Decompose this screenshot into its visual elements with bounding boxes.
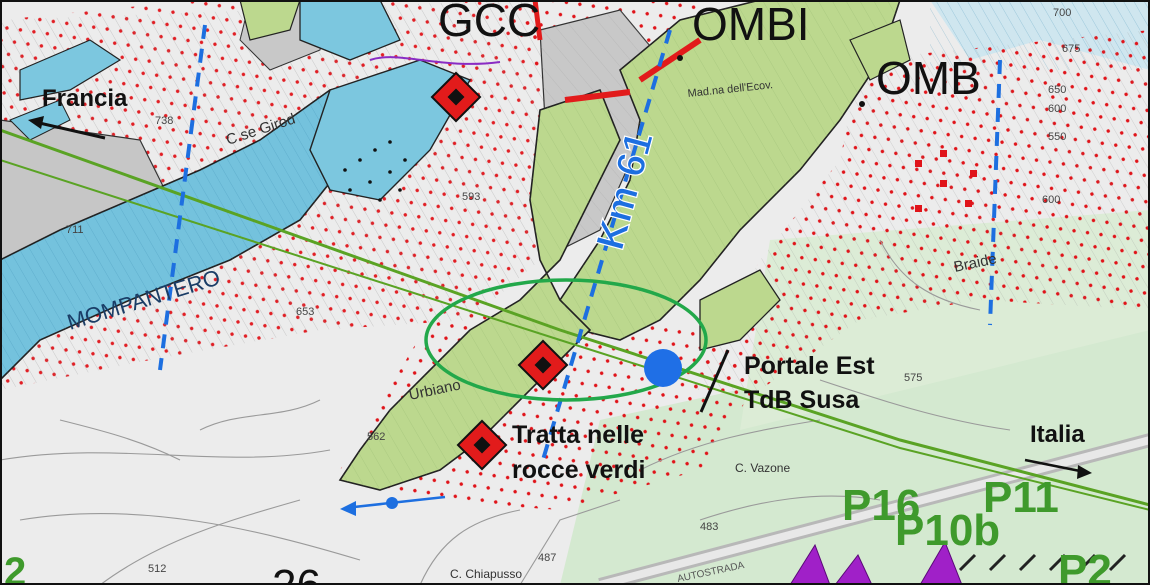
elevation-label: 575 bbox=[904, 372, 922, 384]
label-portale-line1: Portale Est bbox=[744, 352, 875, 380]
label-p10b: P10b bbox=[895, 506, 1000, 555]
elevation-label: 512 bbox=[148, 563, 166, 575]
elevation-label: 483 bbox=[700, 521, 718, 533]
label-omb: OMB bbox=[876, 52, 981, 104]
elevation-label: 600 bbox=[1042, 194, 1060, 206]
red-segment-1 bbox=[564, 89, 631, 103]
label-bottom-number: 26 bbox=[272, 561, 321, 585]
railway-hatching bbox=[958, 553, 1127, 572]
label-ombi: OMBI bbox=[692, 0, 810, 50]
dot-cluster bbox=[343, 140, 407, 202]
label-portale-line2: TdB Susa bbox=[744, 386, 860, 414]
tunnel-alignment-2 bbox=[0, 159, 1150, 511]
label-francia: Francia bbox=[42, 85, 128, 112]
elevation-label: 653 bbox=[296, 306, 314, 318]
red-square-dots bbox=[915, 150, 977, 212]
red-segment-2 bbox=[638, 37, 702, 83]
label-tratta-line1: Tratta nelle bbox=[512, 421, 644, 449]
elevation-label: 593 bbox=[462, 191, 480, 203]
purple-boundary bbox=[369, 56, 501, 65]
marker-1 bbox=[430, 71, 482, 123]
road-network bbox=[0, 239, 1011, 585]
elevation-label: 550 bbox=[1048, 131, 1066, 143]
label-italia: Italia bbox=[1030, 421, 1085, 448]
marker-3 bbox=[456, 419, 508, 471]
highlight-ellipse bbox=[424, 278, 708, 402]
blue-rock-north bbox=[309, 59, 472, 201]
label-tratta-line2: rocce verdi bbox=[512, 456, 645, 484]
portal-leader-line bbox=[699, 349, 730, 413]
label-p16: P16 bbox=[842, 481, 920, 530]
elevation-label: 738 bbox=[155, 115, 173, 127]
elevation-label: 675 bbox=[1062, 43, 1080, 55]
elevation-label: 700 bbox=[1053, 7, 1071, 19]
label-vazone: C. Vazone bbox=[735, 461, 790, 475]
label-p2: P2 bbox=[1058, 546, 1112, 585]
blue-arrow-icon bbox=[340, 495, 446, 516]
elevation-label: 487 bbox=[538, 552, 556, 564]
label-p11: P11 bbox=[983, 473, 1059, 522]
label-chiapusso: C. Chiapusso bbox=[450, 567, 522, 581]
elevation-labels: 700 650 600 550 600 738 711 593 653 562 … bbox=[66, 7, 1080, 575]
arrow-francia-icon bbox=[28, 116, 106, 140]
label-gcc: GCC bbox=[438, 0, 540, 46]
marker-2 bbox=[517, 339, 569, 391]
arrow-italia-icon bbox=[1024, 458, 1092, 479]
purple-triangles bbox=[789, 540, 963, 585]
tunnel-alignment-1 bbox=[0, 128, 1150, 507]
elevation-label: 600 bbox=[1048, 103, 1066, 115]
elevation-label: 650 bbox=[1048, 84, 1066, 96]
dashed-section-lines bbox=[158, 24, 1002, 471]
elevation-label: 562 bbox=[367, 431, 385, 443]
label-left-number: 2 bbox=[4, 550, 26, 585]
portal-point bbox=[644, 349, 682, 387]
elevation-label: 711 bbox=[66, 224, 84, 236]
valley-floor-area bbox=[560, 300, 1150, 585]
